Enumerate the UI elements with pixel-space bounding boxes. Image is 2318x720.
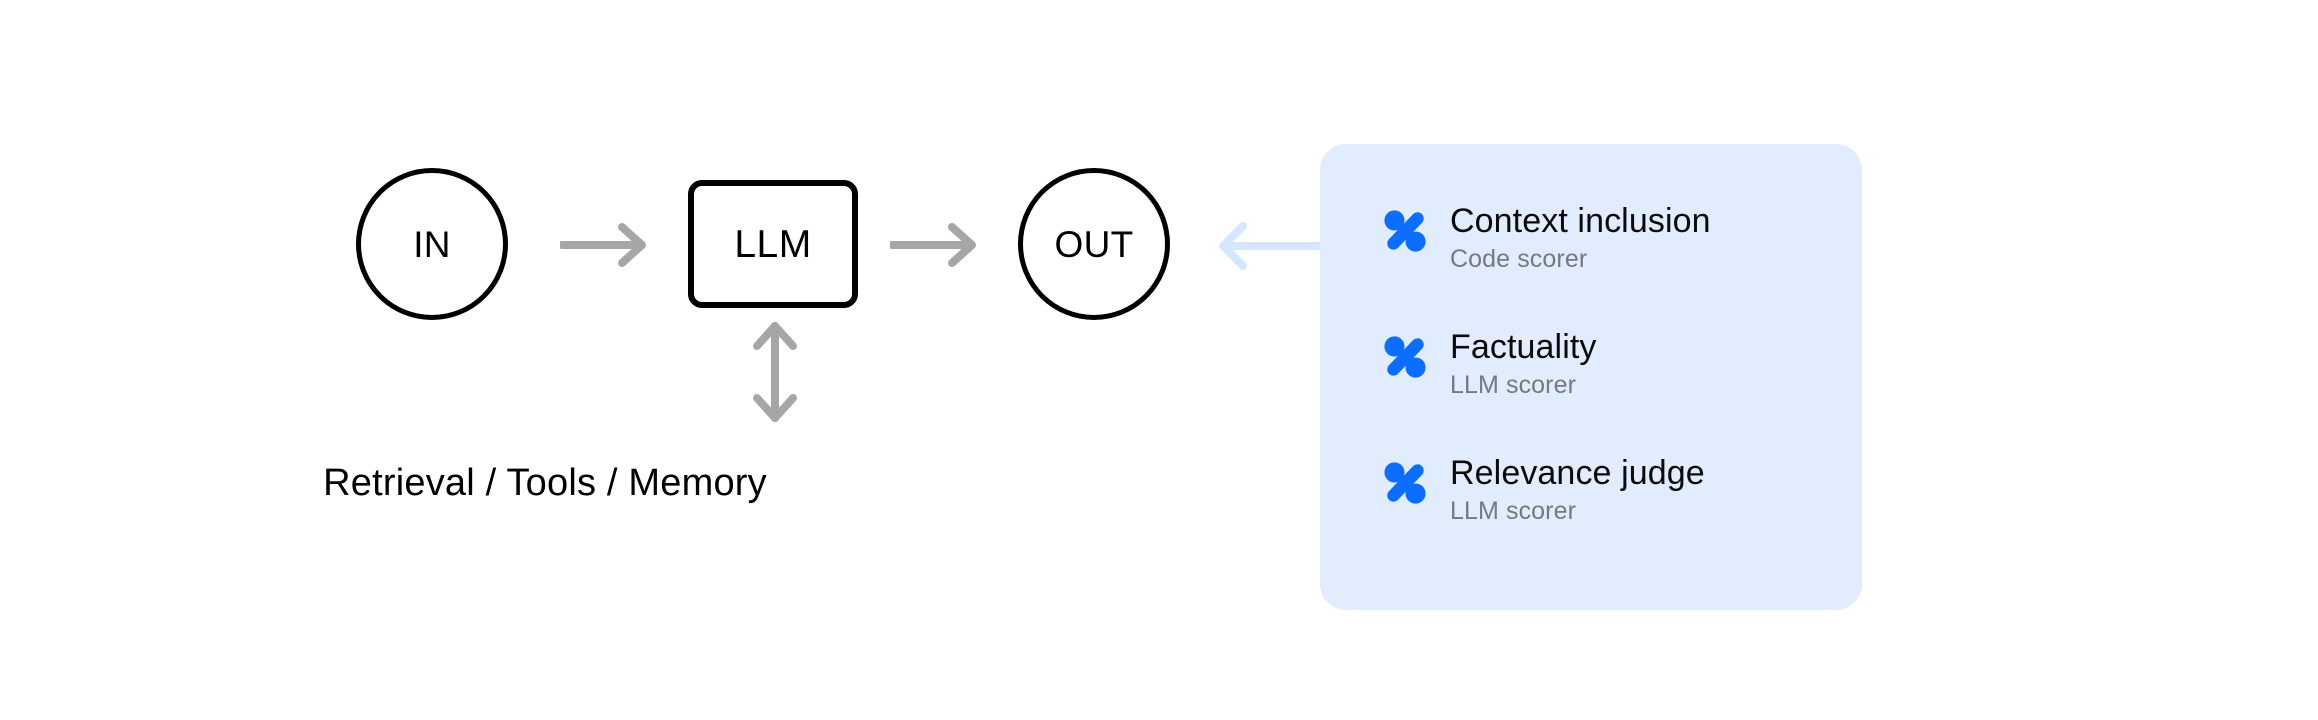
scorer-list-item[interactable]: Context inclusion Code scorer [1382,202,1862,328]
memory-caption: Retrieval / Tools / Memory [323,462,767,504]
pipeline-node-in-label: IN [413,223,451,265]
scorer-list-item[interactable]: Factuality LLM scorer [1382,328,1862,454]
pipeline-node-out-label: OUT [1054,223,1134,265]
arrow-right-icon-in-to-llm [560,223,646,267]
scorer-text: Relevance judge LLM scorer [1450,454,1705,526]
scorer-text: Context inclusion Code scorer [1450,202,1711,274]
arrow-right-icon-llm-to-out [890,223,976,267]
percent-scorer-icon [1384,210,1426,252]
percent-scorer-icon [1384,336,1426,378]
scorer-text: Factuality LLM scorer [1450,328,1597,400]
pipeline-node-llm: LLM [688,180,858,308]
scorer-list-item[interactable]: Relevance judge LLM scorer [1382,454,1862,580]
arrow-up-down-icon-llm-to-memory [753,322,797,422]
scorer-subtitle: LLM scorer [1450,371,1577,400]
scorer-subtitle: LLM scorer [1450,497,1577,526]
arrow-left-icon-scorers-to-out [1219,222,1330,270]
scorer-title: Relevance judge [1450,454,1705,492]
scorer-panel: Context inclusion Code scorer Factuality… [1320,144,1862,610]
percent-scorer-icon [1384,462,1426,504]
scorer-subtitle: Code scorer [1450,245,1588,274]
pipeline-node-llm-label: LLM [734,222,812,266]
scorer-title: Context inclusion [1450,202,1711,240]
pipeline-node-in: IN [356,168,508,320]
pipeline-node-out: OUT [1018,168,1170,320]
scorer-title: Factuality [1450,328,1597,366]
